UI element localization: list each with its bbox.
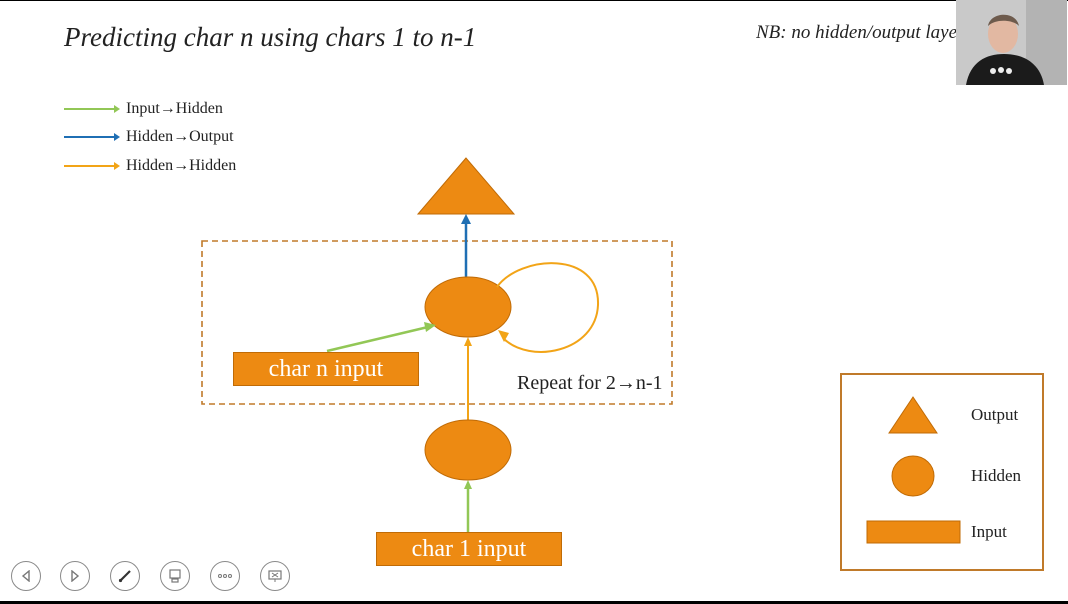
chevron-right-icon <box>71 570 80 582</box>
screen-off-icon <box>268 570 282 582</box>
shape-key <box>840 373 1044 571</box>
slide-title: Predicting char n using chars 1 to n-1 <box>64 22 477 52</box>
orange-arrow-icon <box>64 162 120 170</box>
top-border <box>0 0 1068 1</box>
pen-icon <box>118 570 131 583</box>
output-triangle <box>416 157 516 215</box>
slide-note: NB: no hidden/output layer <box>756 22 956 43</box>
legend-label: Hidden→Hidden <box>126 157 237 174</box>
repeat-label: Repeat for 2→n-1 <box>517 372 663 394</box>
ellipsis-icon <box>218 574 232 578</box>
char-n-input-box: char n input <box>233 352 419 386</box>
input-hidden-arrow-n <box>326 325 429 353</box>
green-arrow-icon <box>64 105 120 113</box>
key-output-label: Output <box>971 405 1019 424</box>
end-show-button[interactable] <box>260 561 290 591</box>
legend-input-hidden: Input→Hidden <box>64 99 223 119</box>
chevron-left-icon <box>21 570 30 582</box>
slides-overview-button[interactable] <box>160 561 190 591</box>
previous-slide-button[interactable] <box>11 561 41 591</box>
hidden-loop-arrow <box>496 262 600 353</box>
presenter-webcam <box>956 0 1067 85</box>
more-options-button[interactable] <box>210 561 240 591</box>
hidden-node-upper <box>424 276 512 338</box>
next-slide-button[interactable] <box>60 561 90 591</box>
legend-label: Input→Hidden <box>126 100 223 117</box>
blue-arrow-icon <box>64 133 120 141</box>
legend-label: Hidden→Output <box>126 128 234 145</box>
slides-icon <box>169 569 181 583</box>
char-1-input-box: char 1 input <box>376 532 562 566</box>
key-input-label: Input <box>971 522 1007 541</box>
bottom-border <box>0 601 1068 604</box>
pen-tool-button[interactable] <box>110 561 140 591</box>
key-hidden-label: Hidden <box>971 466 1022 485</box>
hidden-node-lower <box>424 419 512 481</box>
legend-hidden-output: Hidden→Output <box>64 127 234 147</box>
legend-hidden-hidden: Hidden→Hidden <box>64 156 236 176</box>
